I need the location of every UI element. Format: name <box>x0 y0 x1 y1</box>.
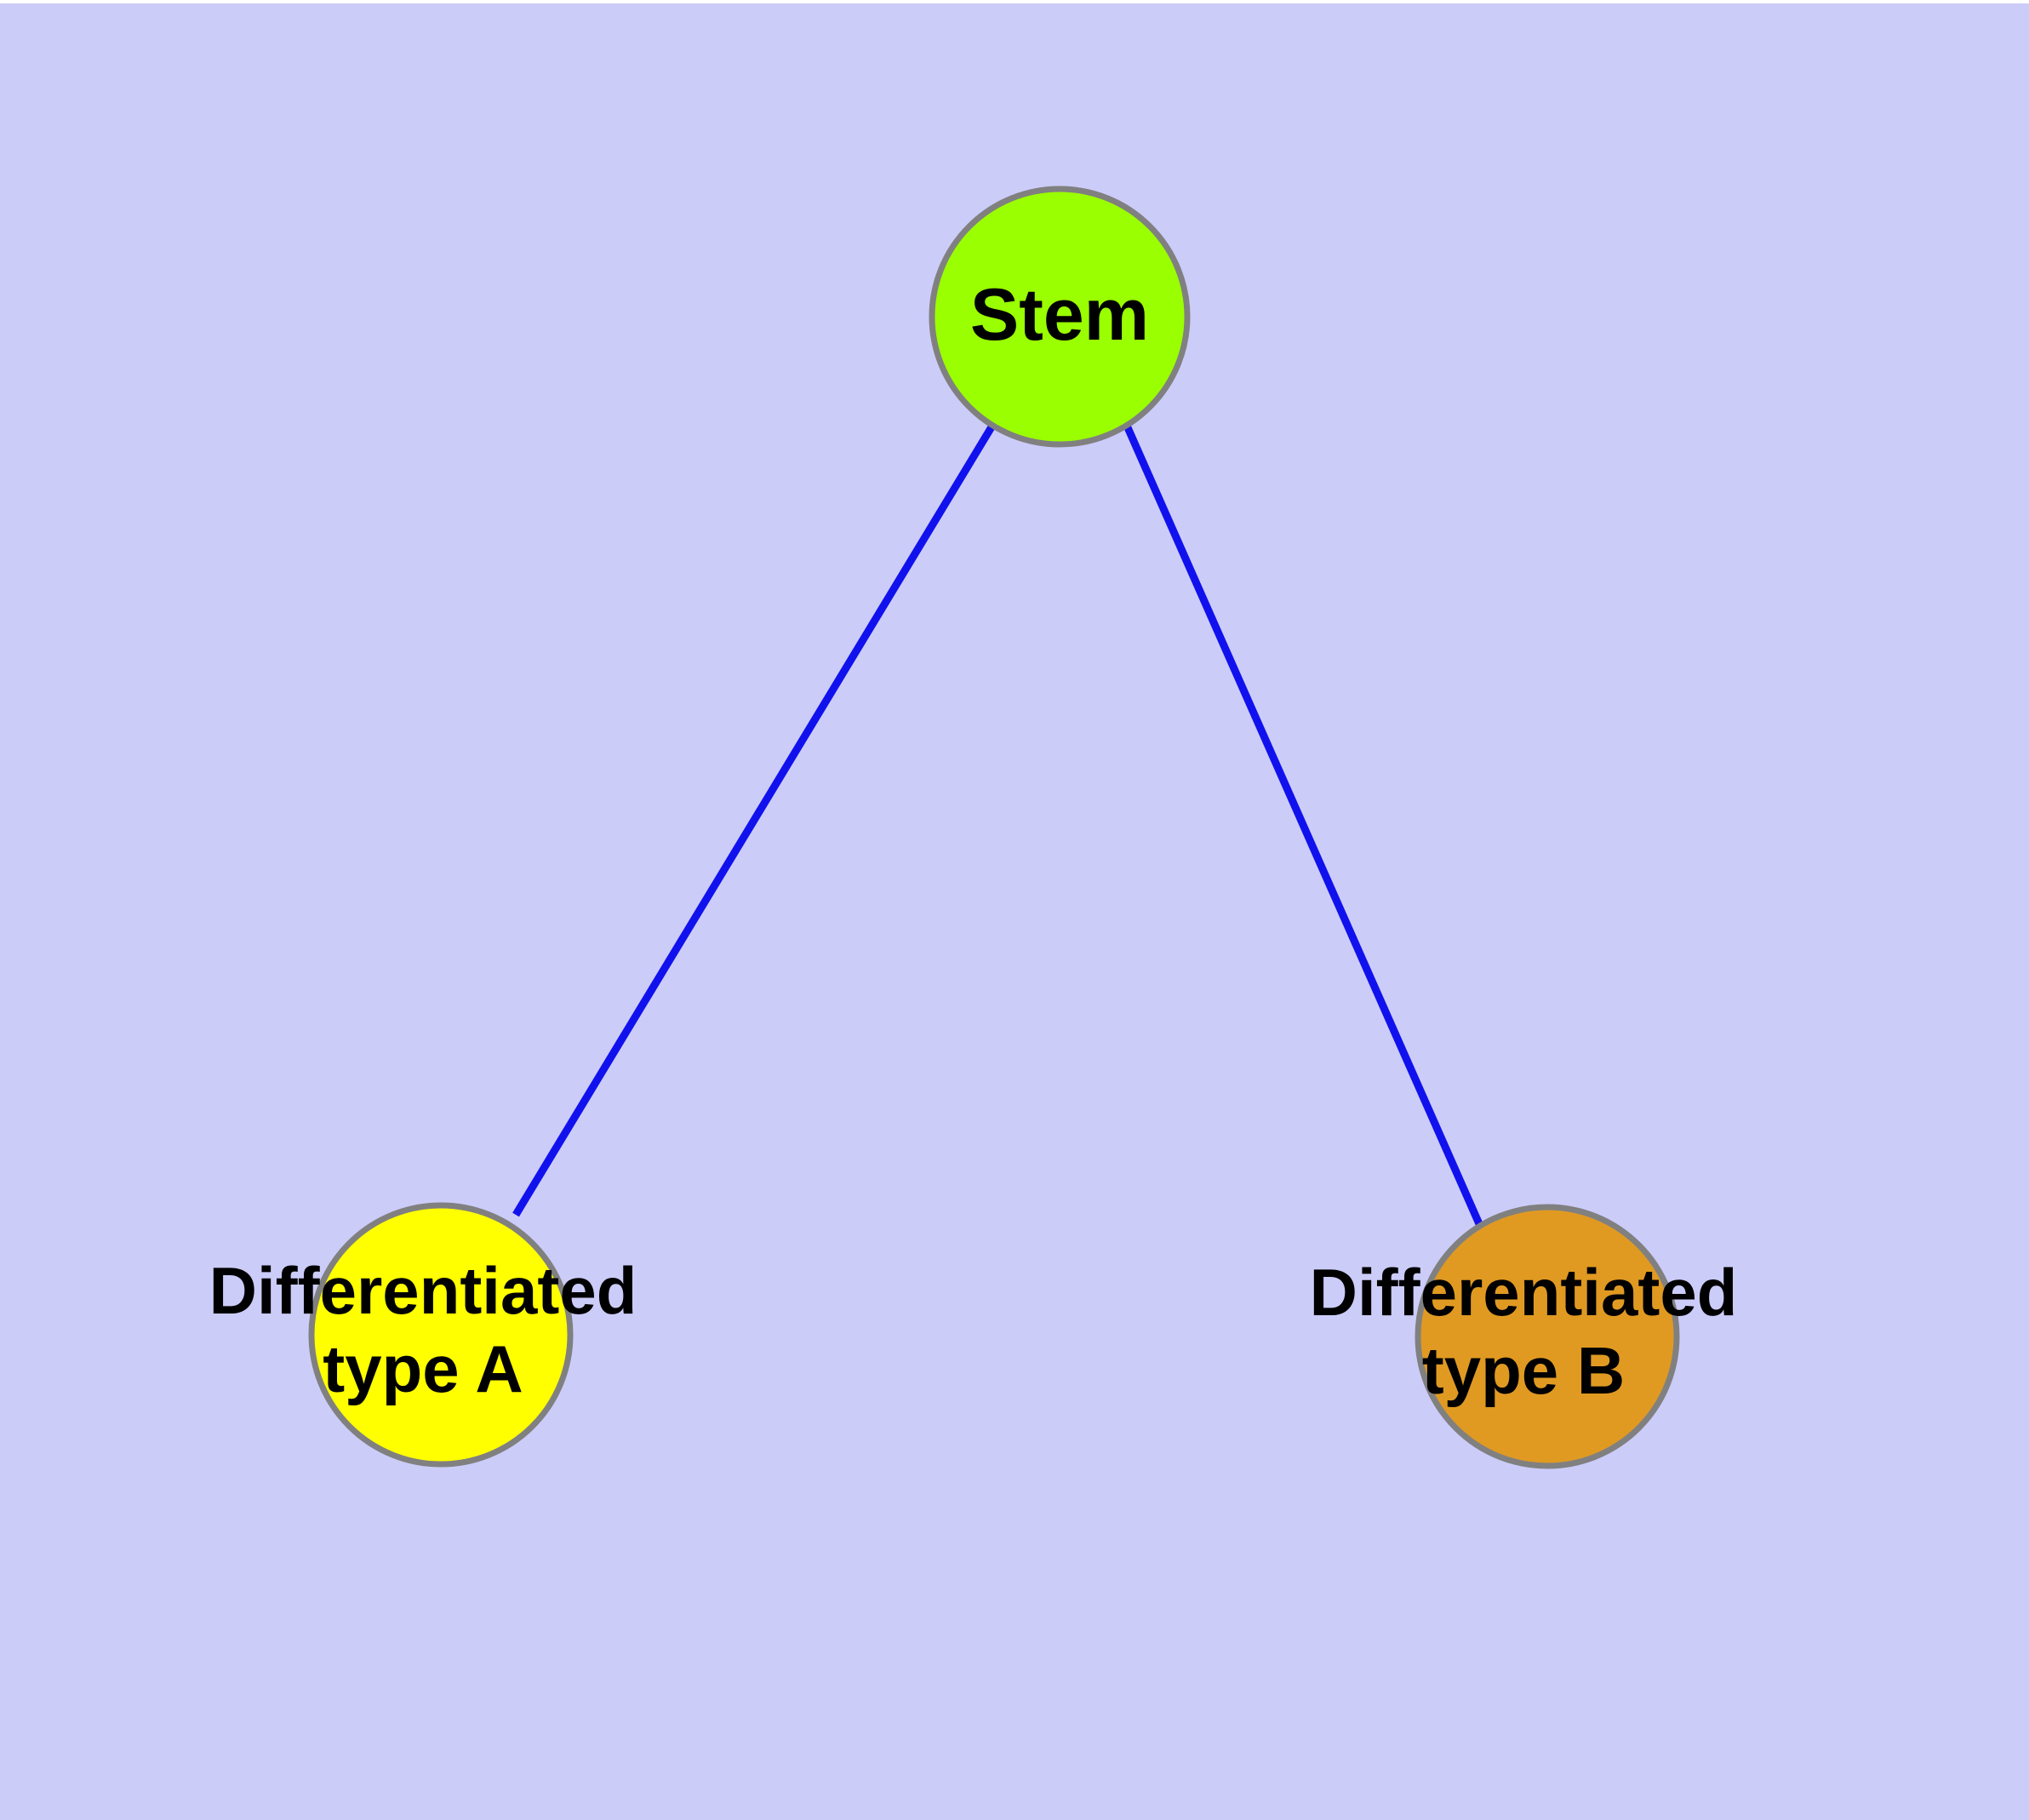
edge-stem-to-differentiated-type-b[interactable] <box>1123 424 1484 1228</box>
node-label-line: type B <box>1422 1333 1625 1408</box>
stem-node-label: Stem <box>970 274 1149 356</box>
node-label-line: Differentiated <box>209 1253 637 1328</box>
node-stem[interactable]: Stem <box>929 186 1191 448</box>
differentiated-type-a-node-circle[interactable] <box>308 1202 574 1468</box>
node-label-line: Stem <box>970 274 1149 356</box>
differentiated-type-b-node-circle[interactable] <box>1415 1204 1680 1469</box>
stem-node-circle[interactable] <box>929 186 1191 448</box>
edge-layer <box>512 423 1484 1228</box>
node-label-line: Differentiated <box>1310 1255 1738 1330</box>
edge-stem-to-differentiated-type-a[interactable] <box>512 423 996 1217</box>
node-label-line: type A <box>323 1331 523 1406</box>
